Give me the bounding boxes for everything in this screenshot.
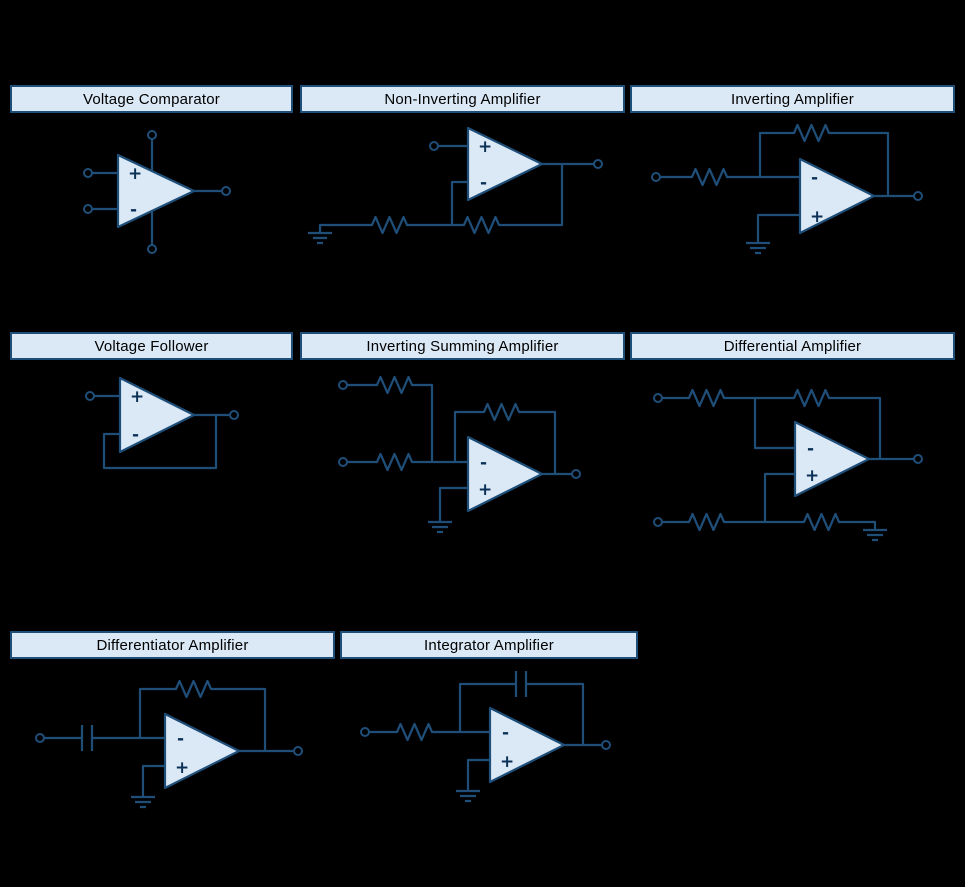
schematic-differential-amplifier: - +	[653, 388, 923, 542]
wires	[44, 687, 294, 797]
opamp-triangle	[466, 435, 544, 513]
output-terminal	[571, 469, 581, 479]
minus-label: -	[480, 453, 487, 473]
panel-inverting-summing-amplifier: Inverting Summing Amplifier - +	[300, 332, 625, 580]
opamp-triangle	[116, 153, 196, 229]
panel-title: Voltage Comparator	[10, 85, 293, 113]
resistor-set	[373, 375, 525, 472]
plus-label: +	[175, 758, 189, 778]
plus-label: +	[810, 207, 824, 227]
panel-voltage-comparator: Voltage Comparator + -	[10, 85, 293, 308]
panel-non-inverting-amplifier: Non-Inverting Amplifier + -	[300, 85, 625, 308]
ground-symbol	[308, 231, 332, 245]
minus-label: -	[177, 729, 184, 749]
input-terminal	[338, 457, 348, 467]
panel-title: Non-Inverting Amplifier	[300, 85, 625, 113]
output-terminal	[229, 410, 239, 420]
ground-symbol	[746, 241, 770, 255]
schematic-voltage-follower: + -	[85, 376, 239, 470]
ground-symbol	[428, 520, 452, 534]
minus-label: -	[130, 200, 137, 220]
panel-title: Voltage Follower	[10, 332, 293, 360]
wires	[92, 139, 222, 245]
ground-symbol	[456, 789, 480, 803]
panel-differential-amplifier: Differential Amplifier - +	[630, 332, 955, 580]
resistor-set	[688, 123, 835, 187]
panel-differentiator-amplifier: Differentiator Amplifier - +	[10, 631, 335, 869]
capacitor	[514, 671, 528, 697]
output-terminal	[221, 186, 231, 196]
input-terminal	[83, 168, 93, 178]
panel-title: Integrator Amplifier	[340, 631, 638, 659]
wires	[369, 682, 602, 791]
panel-voltage-follower: Voltage Follower + -	[10, 332, 293, 565]
output-terminal	[913, 191, 923, 201]
input-terminal	[653, 393, 663, 403]
resistor-set	[172, 679, 217, 699]
input-terminal	[653, 517, 663, 527]
opamp-triangle	[466, 126, 544, 202]
wires	[318, 144, 594, 233]
supply-terminal	[147, 130, 157, 140]
input-terminal	[360, 727, 370, 737]
minus-label: -	[811, 168, 818, 188]
panel-title: Differential Amplifier	[630, 332, 955, 360]
plus-label: +	[130, 387, 144, 407]
wires	[660, 131, 914, 243]
ground-symbol	[863, 528, 887, 542]
schematic-inverting-summing-amplifier: - +	[338, 375, 581, 534]
panel-title: Differentiator Amplifier	[10, 631, 335, 659]
panel-inverting-amplifier: Inverting Amplifier - +	[630, 85, 955, 308]
minus-label: -	[132, 425, 139, 445]
schematic-integrator-amplifier: - +	[360, 671, 611, 803]
opamp-triangle	[798, 157, 876, 235]
wires	[662, 396, 914, 530]
resistor-set	[368, 215, 505, 235]
minus-label: -	[502, 723, 509, 743]
opamp-triangle	[488, 706, 566, 784]
input-terminal	[338, 380, 348, 390]
plus-label: +	[478, 137, 492, 157]
schematic-voltage-comparator: + -	[83, 130, 231, 254]
input-terminal	[429, 141, 439, 151]
supply-terminal	[147, 244, 157, 254]
opamp-triangle	[793, 420, 871, 498]
opamp-triangle	[118, 376, 196, 454]
output-terminal	[913, 454, 923, 464]
opamp-triangle	[163, 712, 241, 790]
capacitor	[80, 725, 94, 751]
wires	[94, 394, 230, 470]
plus-label: +	[500, 752, 514, 772]
schematic-differentiator-amplifier: - +	[35, 679, 303, 809]
panel-title: Inverting Amplifier	[630, 85, 955, 113]
input-terminal	[651, 172, 661, 182]
input-terminal	[83, 204, 93, 214]
schematic-inverting-amplifier: - +	[651, 123, 923, 255]
resistor-set	[685, 388, 845, 532]
ground-symbol	[131, 795, 155, 809]
output-terminal	[593, 159, 603, 169]
minus-label: -	[480, 173, 487, 193]
panel-integrator-amplifier: Integrator Amplifier - +	[340, 631, 638, 869]
plus-label: +	[805, 466, 819, 486]
output-terminal	[601, 740, 611, 750]
panel-title: Inverting Summing Amplifier	[300, 332, 625, 360]
output-terminal	[293, 746, 303, 756]
input-terminal	[35, 733, 45, 743]
resistor-set	[393, 722, 438, 742]
schematic-non-inverting-amplifier: + -	[308, 126, 603, 245]
wires	[347, 383, 572, 522]
plus-label: +	[128, 164, 142, 184]
minus-label: -	[807, 439, 814, 459]
plus-label: +	[478, 480, 492, 500]
input-terminal	[85, 391, 95, 401]
